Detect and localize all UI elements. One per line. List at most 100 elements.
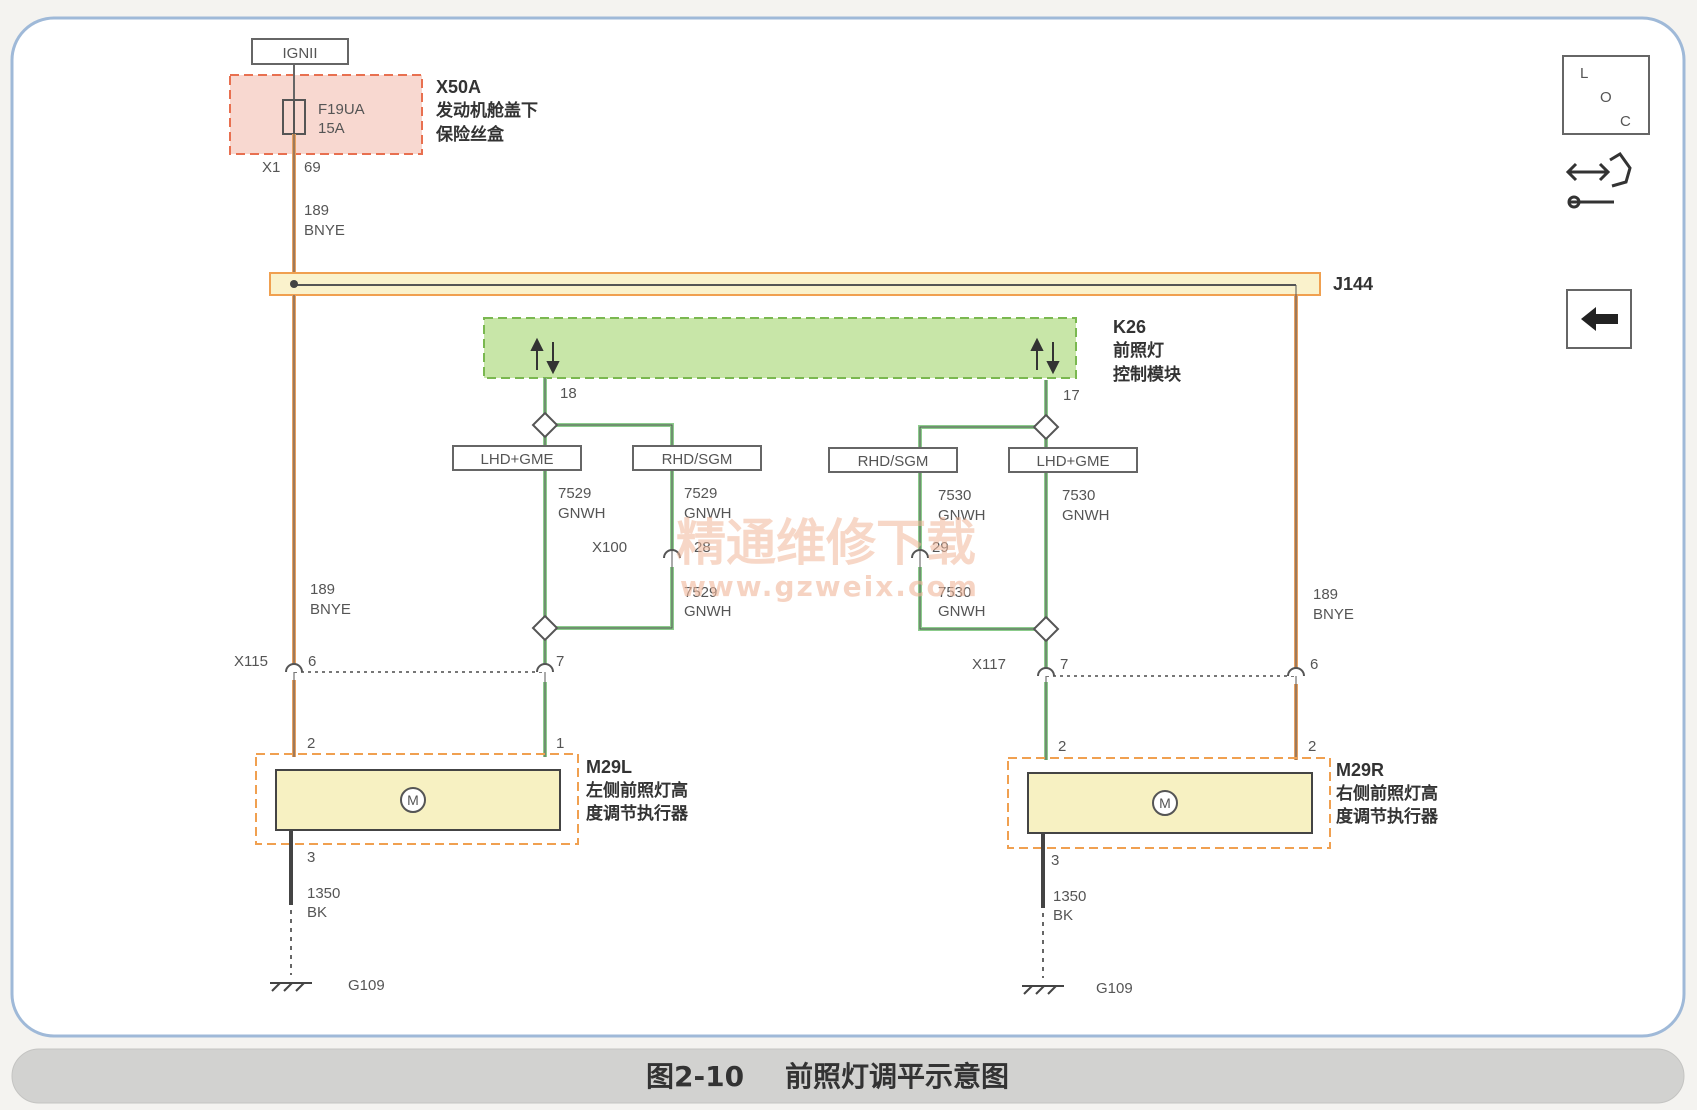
watermark-url: www.gzweix.com xyxy=(680,570,979,603)
variant-left-a: LHD+GME xyxy=(481,451,554,468)
caption-figure-number: 图2-10 xyxy=(646,1060,744,1093)
variant-right-a: RHD/SGM xyxy=(858,453,929,470)
left-signal-split-node xyxy=(531,411,559,439)
right-signal-core xyxy=(919,380,1047,760)
variant-tag-right-b xyxy=(1008,447,1138,473)
left-motor-icon xyxy=(400,787,426,813)
variant-right-b: LHD+GME xyxy=(1037,453,1110,470)
power-source-box xyxy=(251,38,349,65)
x100-left-connector-symbol xyxy=(663,549,681,559)
left-ground-id: G109 xyxy=(348,977,385,994)
left-actuator-outline xyxy=(255,753,579,845)
left-actuator-ground-pin: 3 xyxy=(307,849,315,866)
left-actuator-power-pin: 2 xyxy=(307,735,315,752)
variant-tag-left-a xyxy=(452,445,582,471)
loc-letter-c: C xyxy=(1620,113,1631,130)
right-actuator-power-pin-left: 2 xyxy=(1058,738,1066,755)
module-pin-left: 18 xyxy=(560,385,577,402)
caption-title: 前照灯调平示意图 xyxy=(785,1060,1009,1093)
bidirectional-arrow-icon-right xyxy=(1030,337,1060,375)
right-signal-circuit-c: 7530 xyxy=(938,584,971,601)
right-signal-split-node xyxy=(1032,413,1060,441)
right-ground-color: BK xyxy=(1053,907,1073,924)
right-signal-color-c: GNWH xyxy=(938,603,986,620)
right-signal-color-b: GNWH xyxy=(1062,507,1110,524)
fuse-connector: X1 xyxy=(262,159,280,176)
right-motor-symbol: M xyxy=(1159,795,1171,811)
right-ground-id: G109 xyxy=(1096,980,1133,997)
x115-signal-pin: 7 xyxy=(556,653,564,670)
caption-bar xyxy=(11,1048,1685,1104)
power-source-label: IGNII xyxy=(282,45,317,62)
right-branch-color: BNYE xyxy=(1313,606,1354,623)
left-signal-circuit-b: 7529 xyxy=(684,485,717,502)
right-ground-circuit: 1350 xyxy=(1053,888,1086,905)
module-name-1: 前照灯 xyxy=(1113,340,1164,361)
left-ground-icon xyxy=(270,982,312,992)
right-signal-circuit-a: 7530 xyxy=(938,487,971,504)
x100-connector-label: X100 xyxy=(592,539,627,556)
variant-left-b: RHD/SGM xyxy=(662,451,733,468)
right-signal-circuit-b: 7530 xyxy=(1062,487,1095,504)
module-id: K26 xyxy=(1113,317,1146,337)
connector-tool-icon[interactable] xyxy=(1565,152,1632,209)
left-signal-color-b: GNWH xyxy=(684,505,732,522)
x117-label: X117 xyxy=(972,656,1006,673)
watermark-text: 精通维修下载 xyxy=(676,513,976,572)
right-actuator-id: M29R xyxy=(1336,760,1384,780)
x115-signal-pin-symbol xyxy=(536,663,554,673)
left-signal-core xyxy=(544,378,673,757)
module-name-2: 控制模块 xyxy=(1113,364,1182,385)
feed-wire-circuit: 189 xyxy=(304,202,329,219)
left-signal-color-c: GNWH xyxy=(684,603,732,620)
splice-id: J144 xyxy=(1333,274,1373,294)
left-actuator-id: M29L xyxy=(586,757,632,777)
loc-letter-l: L xyxy=(1580,65,1588,82)
x100-right-connector-symbol xyxy=(911,549,929,559)
left-actuator-signal-pin: 1 xyxy=(556,735,564,752)
variant-tag-right-a xyxy=(828,447,958,473)
x100-right-pin: 29 xyxy=(932,539,949,556)
x115-label: X115 xyxy=(234,653,268,670)
fuse-rating: 15A xyxy=(318,120,345,137)
control-module xyxy=(483,317,1077,379)
left-signal-color-a: GNWH xyxy=(558,505,606,522)
left-ground-color: BK xyxy=(307,904,327,921)
module-pin-right: 17 xyxy=(1063,387,1080,404)
back-arrow-button[interactable] xyxy=(1566,289,1632,349)
splice-node xyxy=(290,280,298,288)
fuse-box-id: X50A xyxy=(436,77,481,97)
left-actuator-name-2: 度调节执行器 xyxy=(586,803,689,824)
x117-power-pin: 6 xyxy=(1310,656,1318,673)
right-signal-join-node xyxy=(1032,615,1060,643)
right-motor-icon xyxy=(1152,790,1178,816)
right-ground-icon xyxy=(1022,985,1064,995)
fuse-box xyxy=(229,74,423,155)
variant-tag-left-b xyxy=(632,445,762,471)
left-signal-circuit-a: 7529 xyxy=(558,485,591,502)
x115-power-pin-symbol xyxy=(285,663,303,673)
x115-power-pin: 6 xyxy=(308,653,316,670)
x117-power-pin-symbol xyxy=(1287,667,1305,677)
right-actuator-name-2: 度调节执行器 xyxy=(1336,806,1439,827)
fuse-id: F19UA xyxy=(318,101,365,118)
fuse-box-name-2: 保险丝盒 xyxy=(435,124,505,145)
right-actuator-ground-pin: 3 xyxy=(1051,852,1059,869)
left-signal-circuit-c: 7529 xyxy=(684,584,717,601)
fuse-box-name-1: 发动机舱盖下 xyxy=(435,100,538,121)
left-branch-color: BNYE xyxy=(310,601,351,618)
x100-left-pin: 28 xyxy=(694,539,711,556)
fuse-pin: 69 xyxy=(304,159,321,176)
bidirectional-arrow-icon-left xyxy=(530,337,560,375)
left-signal-join-node xyxy=(531,614,559,642)
right-actuator-name-1: 右侧前照灯高 xyxy=(1336,783,1438,804)
right-signal-color-a: GNWH xyxy=(938,507,986,524)
left-actuator-name-1: 左侧前照灯高 xyxy=(586,780,688,801)
right-branch-circuit: 189 xyxy=(1313,586,1338,603)
back-arrow-icon xyxy=(1581,307,1618,331)
left-motor-symbol: M xyxy=(407,792,419,808)
x117-signal-pin-symbol xyxy=(1037,667,1055,677)
left-branch-circuit: 189 xyxy=(310,581,335,598)
loc-button[interactable]: L O C xyxy=(1562,55,1650,135)
